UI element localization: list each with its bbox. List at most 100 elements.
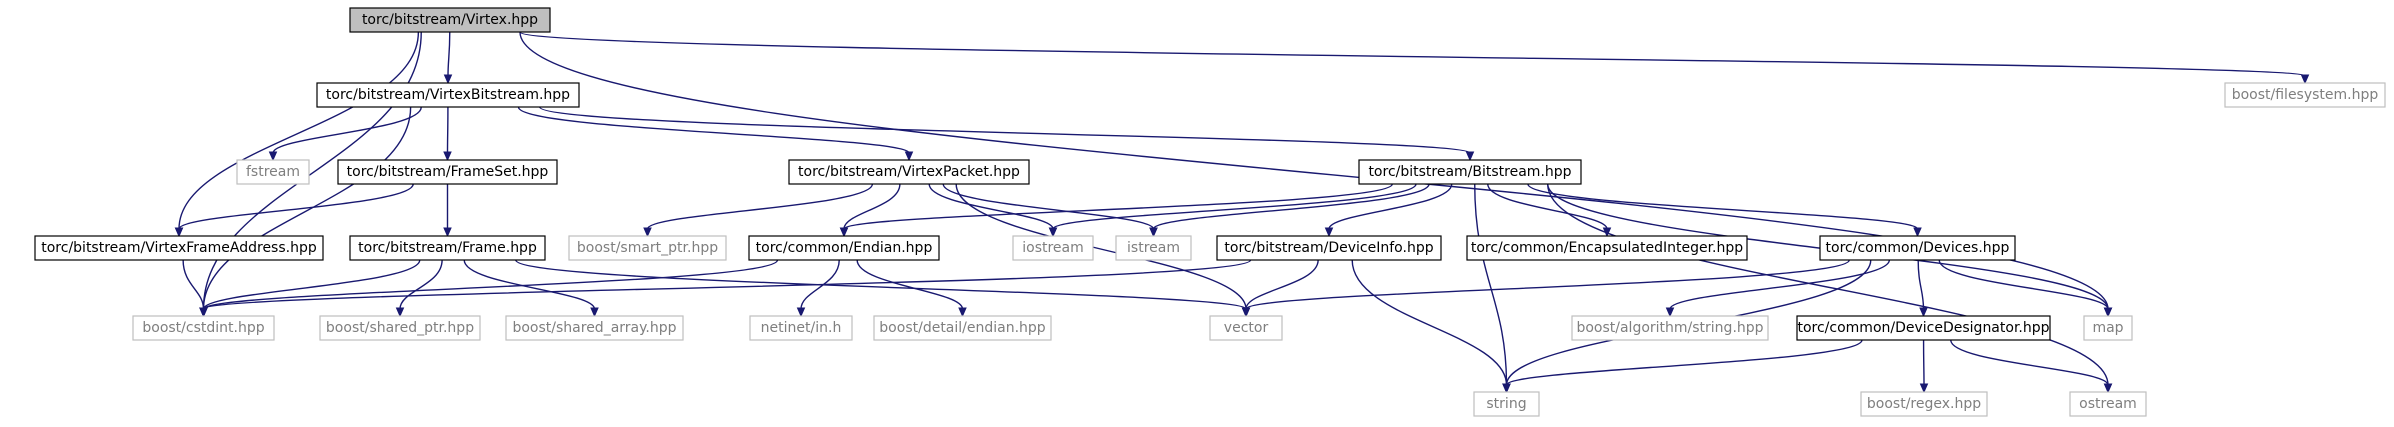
node-bitstream[interactable]: torc/bitstream/Bitstream.hpp [1358, 159, 1582, 185]
node-label: torc/bitstream/DeviceInfo.hpp [1224, 240, 1433, 256]
edge-arrowhead [904, 151, 914, 162]
edge-deviceinfo-to-cstdint [199, 259, 1252, 318]
edge-designator-to-regex [1919, 339, 1929, 394]
node-box [132, 315, 275, 341]
edge-arrowhead [1919, 383, 1929, 394]
edge-virtexpacket-to-smartptr [643, 183, 874, 238]
node-box [34, 235, 324, 261]
node-virtex[interactable]: torc/bitstream/Virtex.hpp [349, 7, 551, 33]
node-label: torc/bitstream/Virtex.hpp [362, 12, 538, 28]
node-frameset[interactable]: torc/bitstream/FrameSet.hpp [337, 159, 558, 185]
node-label: fstream [246, 164, 300, 180]
edge-line [1328, 183, 1453, 230]
node-virtexpacket[interactable]: torc/bitstream/VirtexPacket.hpp [788, 159, 1030, 185]
node-label: istream [1127, 240, 1180, 256]
edge-virtexbitstream-to-cstdint [199, 106, 412, 318]
edge-line [1152, 183, 1430, 230]
node-box [349, 7, 551, 33]
node-box [1473, 391, 1540, 417]
edge-arrowhead [1241, 307, 1251, 318]
edge-line [1052, 183, 1417, 230]
node-box [1358, 159, 1582, 185]
node-label: torc/bitstream/VirtexPacket.hpp [798, 164, 1020, 180]
edge-line [399, 259, 443, 310]
edge-arrowhead [174, 227, 184, 238]
node-label: boost/shared_ptr.hpp [326, 320, 474, 336]
edge-line [1474, 183, 1508, 386]
edge-frameset-to-vfa [174, 183, 414, 238]
edge-arrowhead [199, 307, 208, 318]
edge-line [856, 259, 964, 310]
edge-designator-to-string [1502, 339, 1863, 394]
edge-arrowhead [1149, 227, 1158, 238]
node-label: map [2092, 320, 2123, 336]
edge-line [1669, 259, 1891, 310]
edge-arrowhead [1502, 383, 1511, 394]
node-box [1571, 315, 1769, 341]
edge-line [178, 183, 414, 230]
node-netinet: netinet/in.h [749, 315, 853, 341]
edge-arrowhead [2103, 383, 2113, 394]
node-label: torc/common/Endian.hpp [756, 240, 933, 256]
edge-line [178, 31, 420, 230]
node-filesystem: boost/filesystem.hpp [2224, 82, 2386, 108]
node-label: iostream [1022, 240, 1084, 256]
edge-virtex-to-virtexbitstream [443, 31, 453, 85]
node-encint[interactable]: torc/common/EncapsulatedInteger.hpp [1466, 235, 1748, 261]
node-label: string [1486, 396, 1526, 412]
edge-line [515, 259, 1247, 310]
edge-arrowhead [395, 307, 405, 318]
node-box [749, 315, 853, 341]
edge-arrowhead [443, 74, 453, 85]
edge-line [519, 31, 2306, 77]
edge-line [1917, 259, 1925, 310]
edge-line [202, 259, 1252, 310]
node-designator[interactable]: torc/common/DeviceDesignator.hpp [1796, 315, 2051, 341]
edge-arrowhead [1324, 227, 1334, 238]
edge-line [843, 183, 901, 230]
edge-bitstream-to-deviceinfo [1324, 183, 1453, 238]
node-label: boost/detail/endian.hpp [879, 320, 1046, 336]
node-sharedptr: boost/shared_ptr.hpp [319, 315, 481, 341]
node-endian[interactable]: torc/common/Endian.hpp [748, 235, 940, 261]
edge-bitstream-to-istream [1149, 183, 1430, 238]
node-box [748, 235, 940, 261]
edge-frame-to-sharedptr [395, 259, 443, 318]
node-label: boost/cstdint.hpp [142, 320, 264, 336]
node-box [1209, 315, 1283, 341]
node-algostring: boost/algorithm/string.hpp [1571, 315, 1769, 341]
node-box [349, 235, 546, 261]
edge-line [928, 183, 1054, 230]
node-virtexbitstream[interactable]: torc/bitstream/VirtexBitstream.hpp [316, 82, 580, 108]
edge-bitstream-to-iostream [1048, 183, 1417, 238]
edge-frame-to-vector [515, 259, 1251, 318]
edge-bitstream-to-devices [1527, 183, 1922, 238]
node-box [1860, 391, 1988, 417]
edge-arrowhead [796, 307, 806, 318]
node-label: torc/bitstream/Frame.hpp [358, 240, 537, 256]
edge-arrowhead [643, 227, 652, 238]
edge-arrowhead [1465, 151, 1475, 162]
node-vfa[interactable]: torc/bitstream/VirtexFrameAddress.hpp [34, 235, 324, 261]
node-istream: istream [1115, 235, 1192, 261]
edge-line [1245, 259, 1319, 310]
node-ostream: ostream [2069, 391, 2147, 417]
edge-line [1950, 339, 2109, 386]
edge-virtexbitstream-to-virtexpacket [517, 106, 914, 162]
edge-designator-to-ostream [1950, 339, 2113, 394]
node-box [1466, 235, 1748, 261]
edge-virtex-to-vfa [174, 31, 420, 238]
edge-arrowhead [1048, 227, 1058, 238]
node-label: netinet/in.h [761, 320, 842, 336]
node-devices[interactable]: torc/common/Devices.hpp [1819, 235, 2016, 261]
node-box [873, 315, 1052, 341]
edge-devices-to-map [1938, 259, 2113, 318]
edge-line [955, 183, 1247, 310]
edge-arrowhead [1913, 227, 1922, 238]
node-deviceinfo[interactable]: torc/bitstream/DeviceInfo.hpp [1216, 235, 1442, 261]
edge-virtex-to-map [519, 31, 2113, 318]
node-frame[interactable]: torc/bitstream/Frame.hpp [349, 235, 546, 261]
node-box [1819, 235, 2016, 261]
edge-line [202, 106, 412, 310]
edge-endian-to-detailendian [856, 259, 967, 318]
